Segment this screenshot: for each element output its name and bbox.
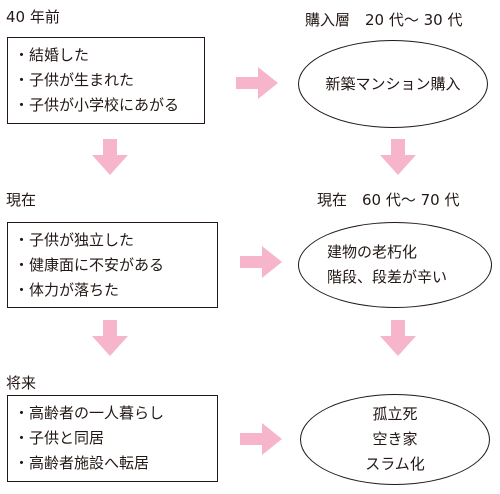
- future-outcome-ellipse: 孤立死 空き家 スラム化: [300, 394, 490, 485]
- list-item: ・体力が落ちた: [14, 281, 120, 299]
- list-item: ・子供が生まれた: [14, 71, 135, 89]
- list-item: ・結婚した: [14, 46, 90, 64]
- down-arrow-icon: [92, 320, 128, 356]
- list-item: ・子供が小学校にあがる: [14, 96, 180, 114]
- buyer-generation-heading: 購入層 20 代〜 30 代: [305, 11, 463, 29]
- past-heading: 40 年前: [6, 8, 60, 26]
- right-arrow-icon: [240, 423, 282, 455]
- down-arrow-icon: [380, 320, 416, 356]
- ellipse-text: 孤立死: [372, 405, 418, 423]
- future-situation-box: ・高齢者の一人暮らし ・子供と同居 ・高齢者施設へ転居: [7, 395, 218, 482]
- right-arrow-icon: [236, 67, 278, 99]
- down-arrow-icon: [380, 139, 416, 175]
- right-arrow-icon: [240, 246, 282, 278]
- future-heading: 将来: [6, 374, 37, 392]
- list-item: ・子供と同居: [14, 429, 105, 447]
- ellipse-text: 建物の老朽化: [327, 243, 418, 261]
- present-generation-heading: 現在 60 代〜 70 代: [317, 191, 460, 209]
- list-item: ・子供が独立した: [14, 231, 135, 249]
- ellipse-text: 空き家: [372, 430, 418, 448]
- list-item: ・高齢者施設へ転居: [14, 454, 150, 472]
- present-situation-box: ・子供が独立した ・健康面に不安がある ・体力が落ちた: [7, 222, 218, 308]
- list-item: ・健康面に不安がある: [14, 256, 165, 274]
- past-situation-box: ・結婚した ・子供が生まれた ・子供が小学校にあがる: [7, 37, 205, 124]
- ellipse-text: 階段、段差が辛い: [327, 268, 448, 286]
- down-arrow-icon: [92, 139, 128, 175]
- present-outcome-ellipse: 建物の老朽化 階段、段差が辛い: [298, 222, 492, 308]
- past-outcome-ellipse: 新築マンション購入: [298, 40, 488, 128]
- ellipse-text: 新築マンション購入: [325, 74, 461, 93]
- ellipse-text: スラム化: [365, 455, 425, 473]
- list-item: ・高齢者の一人暮らし: [14, 404, 165, 422]
- present-heading: 現在: [6, 191, 37, 209]
